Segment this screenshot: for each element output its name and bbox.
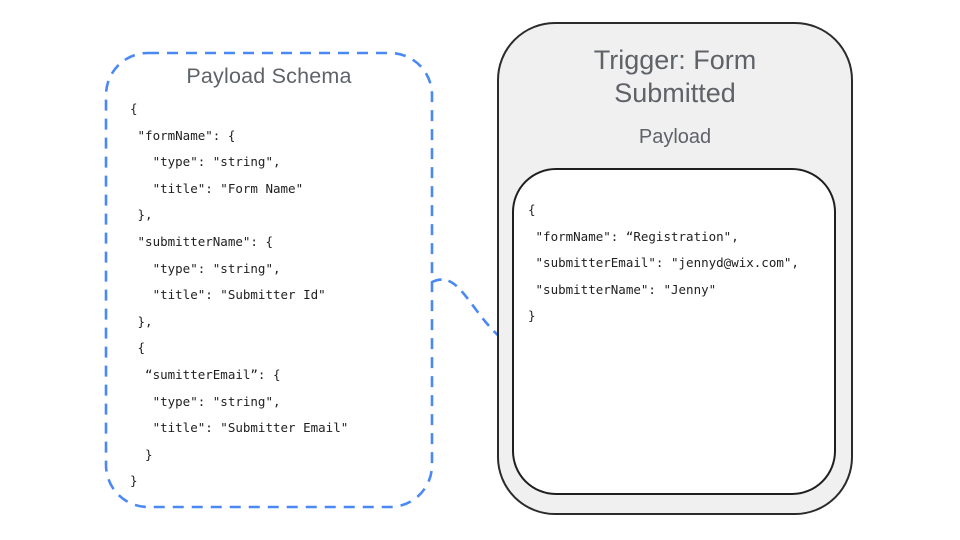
- code-line: {: [130, 340, 146, 356]
- code-line: }: [130, 473, 138, 489]
- code-line: "type": "string",: [130, 260, 281, 276]
- code-line: "formName": {: [130, 127, 236, 143]
- code-line: "type": "string",: [130, 154, 281, 170]
- code-line: {: [528, 202, 536, 217]
- code-line: "title": "Submitter Email": [130, 420, 349, 436]
- payload-subtitle: Payload: [638, 126, 712, 148]
- code-line: "title": "Form Name": [130, 180, 304, 196]
- schema-code-block: { "formName": { "type": "string", "title…: [130, 96, 348, 495]
- code-line: {: [130, 101, 138, 116]
- code-line: },: [130, 207, 153, 223]
- code-line: "title": "Submitter Id": [130, 287, 326, 303]
- code-line: }: [130, 446, 153, 462]
- payload-code-block: { "formName": “Registration", "submitter…: [528, 197, 799, 330]
- payload-value-card: { "formName": “Registration", "submitter…: [512, 168, 836, 495]
- payload-schema-title: Payload Schema: [186, 64, 352, 88]
- trigger-panel: Trigger: Form Submitted Payload { "formN…: [497, 22, 853, 515]
- code-line: }: [528, 308, 536, 324]
- code-line: “sumitterEmail”: {: [130, 366, 281, 382]
- code-line: },: [130, 313, 153, 329]
- trigger-title: Trigger: Form Submitted: [593, 45, 757, 108]
- code-line: "submitterEmail": "jennyd@wix.com",: [528, 255, 799, 271]
- code-line: "submitterName": {: [130, 233, 273, 249]
- payload-schema-panel: Payload Schema { "formName": { "type": "…: [105, 52, 433, 508]
- code-line: "submitterName": "Jenny": [528, 281, 717, 297]
- code-line: "formName": “Registration",: [528, 228, 739, 244]
- code-line: "type": "string",: [130, 393, 281, 409]
